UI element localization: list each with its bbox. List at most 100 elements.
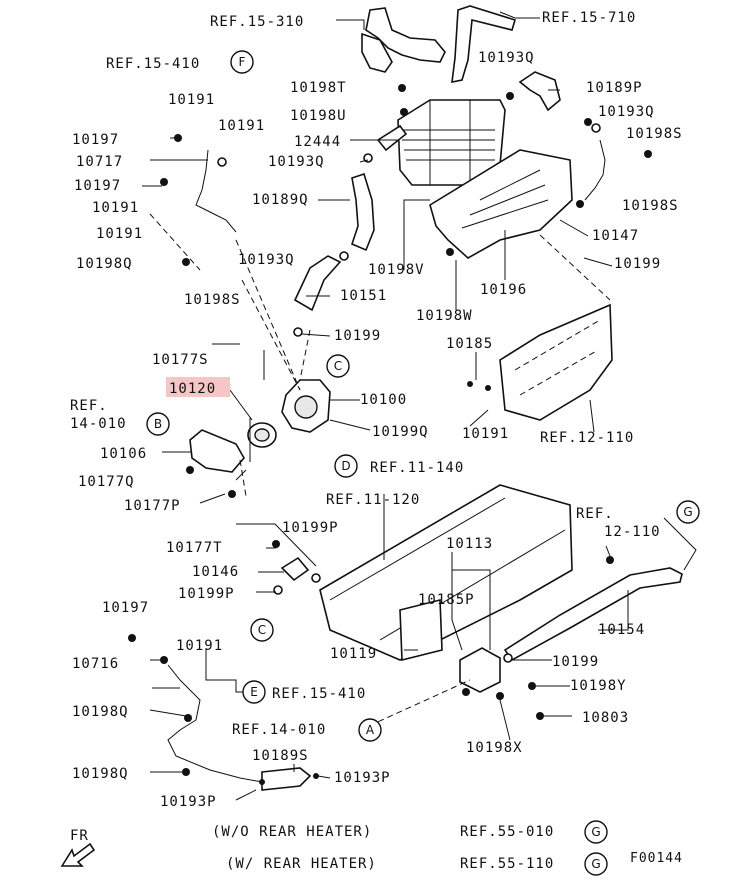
label[interactable]: 10198Q xyxy=(72,766,129,782)
label[interactable]: 10198Q xyxy=(76,256,133,272)
circle-ref-e[interactable]: E xyxy=(250,685,258,699)
label[interactable]: REF.15-410 xyxy=(272,686,366,702)
circle-ref-g-without-heater[interactable]: G xyxy=(591,825,600,839)
label[interactable]: 10189S xyxy=(252,748,309,764)
footnote-with-rear-heater: (W/ REAR HEATER) xyxy=(226,856,377,872)
footnote-without-rear-heater: (W/O REAR HEATER) xyxy=(212,824,372,840)
label[interactable]: 10198S xyxy=(184,292,241,308)
label[interactable]: 10196 xyxy=(480,282,527,298)
label[interactable]: 10106 xyxy=(100,446,147,462)
part-labels: REF.15-310 REF.15-710 REF.15-410 10193Q … xyxy=(70,10,683,872)
label[interactable]: 10100 xyxy=(360,392,407,408)
hose-10189q-drawing xyxy=(351,172,375,252)
label[interactable]: 10177P xyxy=(124,498,181,514)
label[interactable]: 10193P xyxy=(334,770,391,786)
label[interactable]: 10154 xyxy=(598,622,645,638)
label[interactable]: 10146 xyxy=(192,564,239,580)
front-indicator: FR xyxy=(60,828,96,867)
label[interactable]: 10193P xyxy=(160,794,217,810)
label[interactable]: 10193Q xyxy=(478,50,535,66)
hose-10189p-drawing xyxy=(518,71,561,112)
circle-ref-a[interactable]: A xyxy=(366,723,375,737)
label[interactable]: REF.55-010 xyxy=(460,824,554,840)
hose-ref-15-310-lower xyxy=(361,32,393,73)
bracket-10196-drawing xyxy=(429,149,573,259)
label[interactable]: 10197 xyxy=(74,178,121,194)
circle-ref-g-with-heater[interactable]: G xyxy=(591,857,600,871)
label[interactable]: 12-110 xyxy=(604,524,661,540)
label[interactable]: 10199 xyxy=(614,256,661,272)
label[interactable]: 10191 xyxy=(462,426,509,442)
label[interactable]: REF.55-110 xyxy=(460,856,554,872)
label[interactable]: REF.11-140 xyxy=(370,460,464,476)
label[interactable]: 10185P xyxy=(418,592,475,608)
label[interactable]: 14-010 xyxy=(70,416,127,432)
label[interactable]: 10198S xyxy=(622,198,679,214)
pipe-10717-drawing xyxy=(195,149,237,233)
label[interactable]: 10113 xyxy=(446,536,493,552)
highlight-box-10120 xyxy=(166,377,230,397)
leader-lines xyxy=(142,11,697,801)
label[interactable]: 12444 xyxy=(294,134,341,150)
label[interactable]: 10185 xyxy=(446,336,493,352)
label[interactable]: 10197 xyxy=(102,600,149,616)
part-drawings xyxy=(128,5,683,791)
label[interactable]: 10151 xyxy=(340,288,387,304)
label[interactable]: 10177Q xyxy=(78,474,135,490)
label[interactable]: 10198U xyxy=(290,108,347,124)
label[interactable]: 10717 xyxy=(76,154,123,170)
label[interactable]: 10198S xyxy=(626,126,683,142)
circle-ref-c-lower[interactable]: C xyxy=(258,623,266,637)
label[interactable]: 10197 xyxy=(72,132,119,148)
label[interactable]: 10191 xyxy=(176,638,223,654)
label[interactable]: 10177T xyxy=(166,540,223,556)
label[interactable]: 10199 xyxy=(552,654,599,670)
label[interactable]: 10191 xyxy=(92,200,139,216)
label[interactable]: 10198X xyxy=(466,740,523,756)
label[interactable]: 10199 xyxy=(334,328,381,344)
label[interactable]: REF.14-010 xyxy=(232,722,326,738)
front-arrow-icon xyxy=(60,842,96,867)
label[interactable]: 10193Q xyxy=(238,252,295,268)
hose-ref-15-310-drawing xyxy=(365,7,446,63)
label[interactable]: 10199Q xyxy=(372,424,429,440)
label[interactable]: 10803 xyxy=(582,710,629,726)
hose-ref-15-710-drawing xyxy=(451,5,516,84)
pipe-10716-drawing xyxy=(167,664,286,783)
label[interactable]: 10147 xyxy=(592,228,639,244)
circle-ref-g-top[interactable]: G xyxy=(683,505,692,519)
pipe-10147-drawing xyxy=(584,139,606,201)
label[interactable]: 10189Q xyxy=(252,192,309,208)
label[interactable]: 10716 xyxy=(72,656,119,672)
circle-ref-f[interactable]: F xyxy=(239,55,246,69)
label[interactable]: 10199P xyxy=(282,520,339,536)
label[interactable]: REF.15-710 xyxy=(542,10,636,26)
label[interactable]: 10198V xyxy=(368,262,425,278)
label[interactable]: 10193Q xyxy=(268,154,325,170)
label[interactable]: 10177S xyxy=(152,352,209,368)
label[interactable]: 10198Q xyxy=(72,704,129,720)
label[interactable]: 10191 xyxy=(96,226,143,242)
label[interactable]: REF.15-310 xyxy=(210,14,304,30)
label[interactable]: REF.11-120 xyxy=(326,492,420,508)
label[interactable]: REF. xyxy=(576,506,614,522)
circle-ref-c[interactable]: C xyxy=(334,359,342,373)
label[interactable]: 10198T xyxy=(290,80,347,96)
circle-ref-b[interactable]: B xyxy=(154,417,162,431)
label[interactable]: 10198Y xyxy=(570,678,627,694)
label[interactable]: 10193Q xyxy=(598,104,655,120)
label[interactable]: REF.12-110 xyxy=(540,430,634,446)
label[interactable]: 10198W xyxy=(416,308,473,324)
label[interactable]: 10191 xyxy=(168,92,215,108)
label[interactable]: 10199P xyxy=(178,586,235,602)
label[interactable]: REF.15-410 xyxy=(106,56,200,72)
label-10120-highlighted[interactable]: 10120 xyxy=(169,381,216,397)
circle-ref-d[interactable]: D xyxy=(341,459,350,473)
label[interactable]: REF. xyxy=(70,398,108,414)
pipe-10154-drawing xyxy=(503,567,683,662)
label[interactable]: 10191 xyxy=(218,118,265,134)
label[interactable]: 10119 xyxy=(330,646,377,662)
label[interactable]: 10189P xyxy=(586,80,643,96)
circled-refs: F C B D G C E A G G xyxy=(146,50,700,876)
